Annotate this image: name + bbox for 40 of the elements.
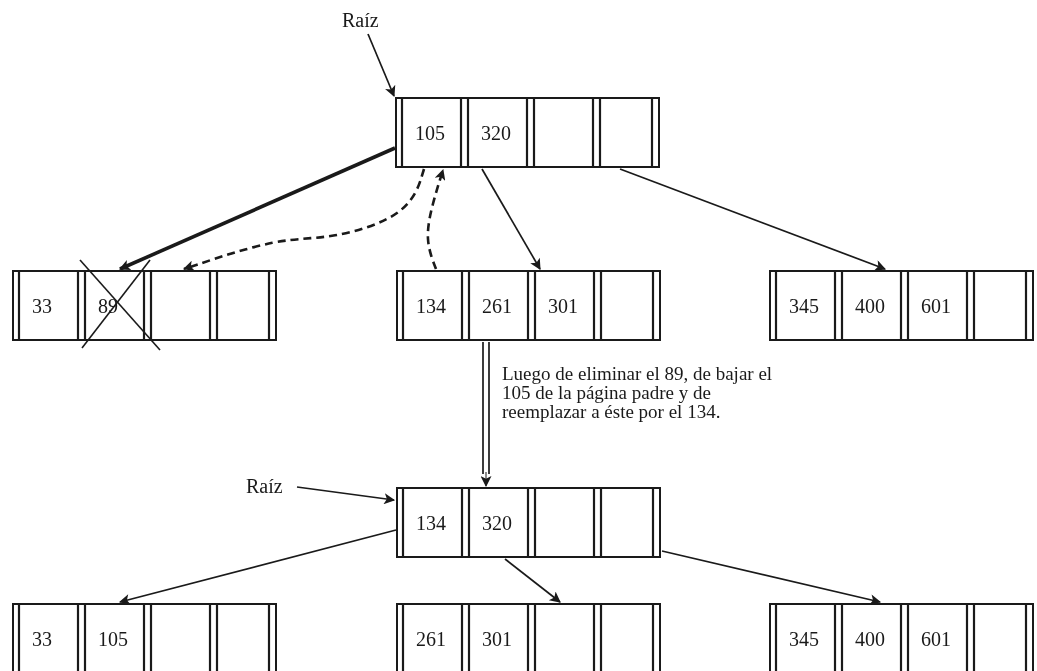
key-value: 320 xyxy=(481,121,511,145)
key-value: 134 xyxy=(416,294,446,318)
arrow xyxy=(504,558,561,603)
page-box xyxy=(396,270,661,341)
page-box xyxy=(396,603,661,671)
transition-arrow xyxy=(480,341,492,488)
key-value: 301 xyxy=(482,627,512,651)
key-value: 33 xyxy=(32,627,52,651)
arrow xyxy=(119,146,396,271)
key-value: 134 xyxy=(416,511,446,535)
key-value: 601 xyxy=(921,627,951,651)
root-label: Raíz xyxy=(342,8,379,32)
root-label: Raíz xyxy=(246,474,283,498)
edge-label: Luego de eliminar el 89, de bajar el 105 de la página padre y de reemplazar a éste por el 134. xyxy=(502,364,774,421)
key-value: 261 xyxy=(482,294,512,318)
key-value: 320 xyxy=(482,511,512,535)
arrow xyxy=(367,33,396,97)
arrow xyxy=(426,168,446,270)
arrow xyxy=(182,168,426,272)
page-box xyxy=(769,270,1034,341)
page-box xyxy=(12,270,277,341)
key-value: 345 xyxy=(789,627,819,651)
page-box xyxy=(769,603,1034,671)
key-value: 400 xyxy=(855,627,885,651)
arrow xyxy=(118,529,397,605)
key-value: 105 xyxy=(415,121,445,145)
arrow xyxy=(619,168,887,271)
key-value: 261 xyxy=(416,627,446,651)
key-value: 400 xyxy=(855,294,885,318)
arrow xyxy=(296,486,396,505)
page-box xyxy=(12,603,277,671)
arrow xyxy=(481,168,541,270)
page-box xyxy=(396,487,661,558)
key-value: 601 xyxy=(921,294,951,318)
arrow xyxy=(661,550,882,606)
key-value: 33 xyxy=(32,294,52,318)
key-value: 301 xyxy=(548,294,578,318)
key-value: 105 xyxy=(98,627,128,651)
page-box xyxy=(395,97,660,168)
key-value: 345 xyxy=(789,294,819,318)
